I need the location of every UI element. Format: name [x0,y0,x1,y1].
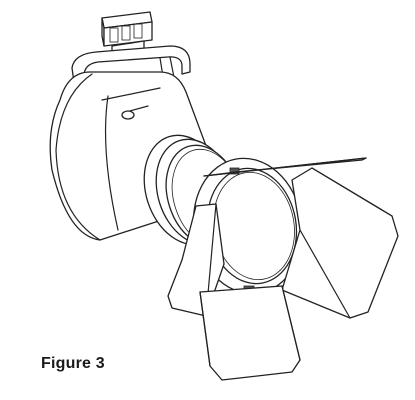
figure-caption: Figure 3 [41,355,105,372]
barndoor-bottom-leaf [199,285,301,381]
barndoor-top-leaf [203,157,367,177]
barndoor-right-leaf [281,167,399,319]
